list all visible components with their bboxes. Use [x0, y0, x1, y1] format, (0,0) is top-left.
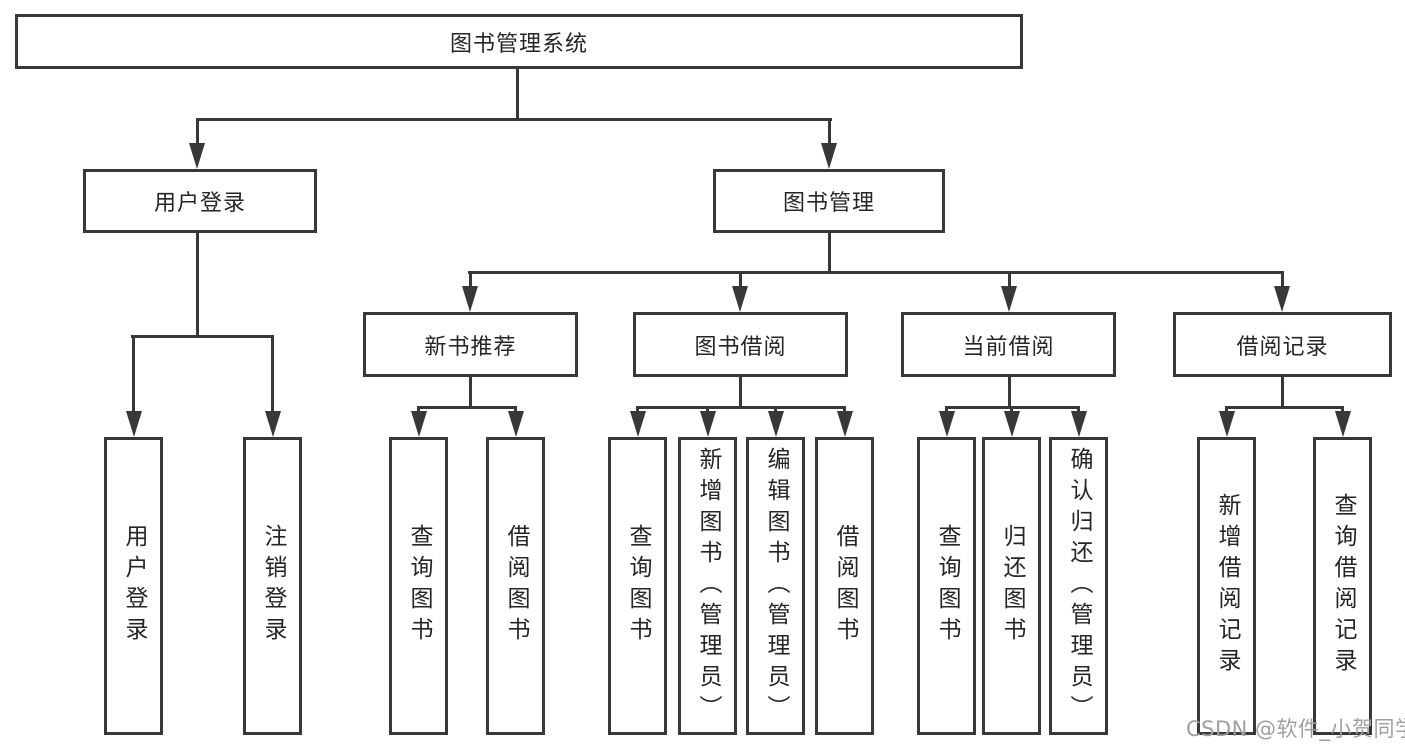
node-label: 当前借阅 [962, 334, 1055, 360]
leaf-add-book-admin: 新增图书（管理员） [678, 437, 737, 735]
arrow-down-icon [768, 411, 784, 437]
node-book-management: 图书管理 [713, 169, 945, 233]
leaf-borrow-book-recommend: 借阅图书 [486, 437, 545, 735]
leaf-label: 新增图书（管理员） [695, 446, 721, 726]
connector-line [828, 230, 831, 274]
leaf-label: 借阅图书 [503, 524, 529, 648]
leaf-query-book-current: 查询图书 [917, 437, 976, 735]
arrow-down-icon [1335, 411, 1351, 437]
connector-line [1010, 406, 1013, 415]
connector-line [1225, 406, 1344, 409]
arrow-down-icon [126, 411, 142, 437]
leaf-label: 用户登录 [121, 524, 147, 648]
connector-line [739, 376, 742, 408]
arrow-down-icon [1219, 411, 1235, 437]
connector-line [417, 406, 420, 415]
connector-line [196, 118, 832, 121]
connector-line [1077, 406, 1080, 415]
connector-line [1008, 376, 1011, 408]
arrow-down-icon [630, 411, 646, 437]
node-label: 图书借阅 [694, 334, 787, 360]
node-user-login: 用户登录 [83, 169, 317, 233]
leaf-logout: 注销登录 [243, 437, 302, 735]
connector-line [514, 406, 517, 415]
arrow-down-icon [189, 143, 205, 169]
node-label: 借阅记录 [1236, 334, 1329, 360]
node-label: 用户登录 [153, 191, 246, 216]
arrow-down-icon [265, 411, 281, 437]
node-label: 图书管理 [782, 191, 875, 216]
leaf-label: 归还图书 [999, 524, 1025, 648]
arrow-down-icon [939, 411, 955, 437]
leaf-add-borrow-record: 新增借阅记录 [1197, 437, 1256, 735]
arrow-down-icon [411, 411, 427, 437]
arrow-down-icon [700, 411, 716, 437]
connector-line [636, 406, 639, 415]
arrow-down-icon [1001, 286, 1017, 312]
node-book-borrow: 图书借阅 [633, 312, 848, 377]
leaf-return-book: 归还图书 [982, 437, 1041, 735]
connector-line [132, 335, 135, 413]
arrow-down-icon [1004, 411, 1020, 437]
leaf-label: 注销登录 [260, 524, 286, 648]
leaf-label: 编辑图书（管理员） [763, 446, 789, 726]
leaf-label: 查询图书 [406, 524, 432, 648]
leaf-user-login: 用户登录 [104, 437, 163, 735]
arrow-down-icon [821, 143, 837, 169]
leaf-query-borrow-record: 查询借阅记录 [1313, 437, 1372, 735]
connector-line [828, 118, 831, 146]
leaf-edit-book-admin: 编辑图书（管理员） [746, 437, 805, 735]
connector-line [1008, 271, 1011, 289]
arrow-down-icon [1071, 411, 1087, 437]
connector-line [1341, 406, 1344, 415]
connector-line [271, 335, 274, 413]
leaf-label: 查询图书 [934, 524, 960, 648]
arrow-down-icon [508, 411, 524, 437]
arrow-down-icon [462, 286, 478, 312]
connector-line [196, 118, 199, 146]
connector-line [739, 271, 742, 289]
arrow-down-icon [732, 286, 748, 312]
node-current-borrow: 当前借阅 [901, 312, 1116, 377]
leaf-borrow-book: 借阅图书 [815, 437, 874, 735]
csdn-watermark: CSDN @软件_小贺同学 [1186, 717, 1405, 741]
leaf-confirm-return-admin: 确认归还（管理员） [1049, 437, 1108, 735]
leaf-label: 新增借阅记录 [1214, 493, 1240, 679]
leaf-label: 借阅图书 [832, 524, 858, 648]
connector-line [1225, 406, 1228, 415]
connector-line [468, 271, 1284, 274]
node-borrow-record: 借阅记录 [1173, 312, 1392, 377]
connector-line [636, 406, 846, 409]
arrow-down-icon [1274, 286, 1290, 312]
leaf-query-book-borrow: 查询图书 [608, 437, 667, 735]
connector-line [1281, 271, 1284, 289]
connector-line [516, 68, 519, 120]
connector-line [1281, 376, 1284, 408]
leaf-label: 确认归还（管理员） [1066, 446, 1092, 726]
node-label: 图书管理系统 [449, 31, 588, 57]
leaf-query-book-recommend: 查询图书 [389, 437, 448, 735]
leaf-label: 查询图书 [625, 524, 651, 648]
arrow-down-icon [837, 411, 853, 437]
connector-line [469, 376, 472, 408]
node-new-book-recommend: 新书推荐 [363, 312, 578, 377]
connector-line [843, 406, 846, 415]
leaf-label: 查询借阅记录 [1330, 493, 1356, 679]
connector-line [945, 406, 948, 415]
connector-line [131, 335, 274, 338]
connector-line [417, 406, 517, 409]
connector-line [469, 271, 472, 289]
connector-line [706, 406, 709, 415]
connector-line [774, 406, 777, 415]
node-label: 新书推荐 [424, 334, 517, 360]
node-library-management-system: 图书管理系统 [15, 14, 1023, 69]
connector-line [196, 232, 199, 338]
